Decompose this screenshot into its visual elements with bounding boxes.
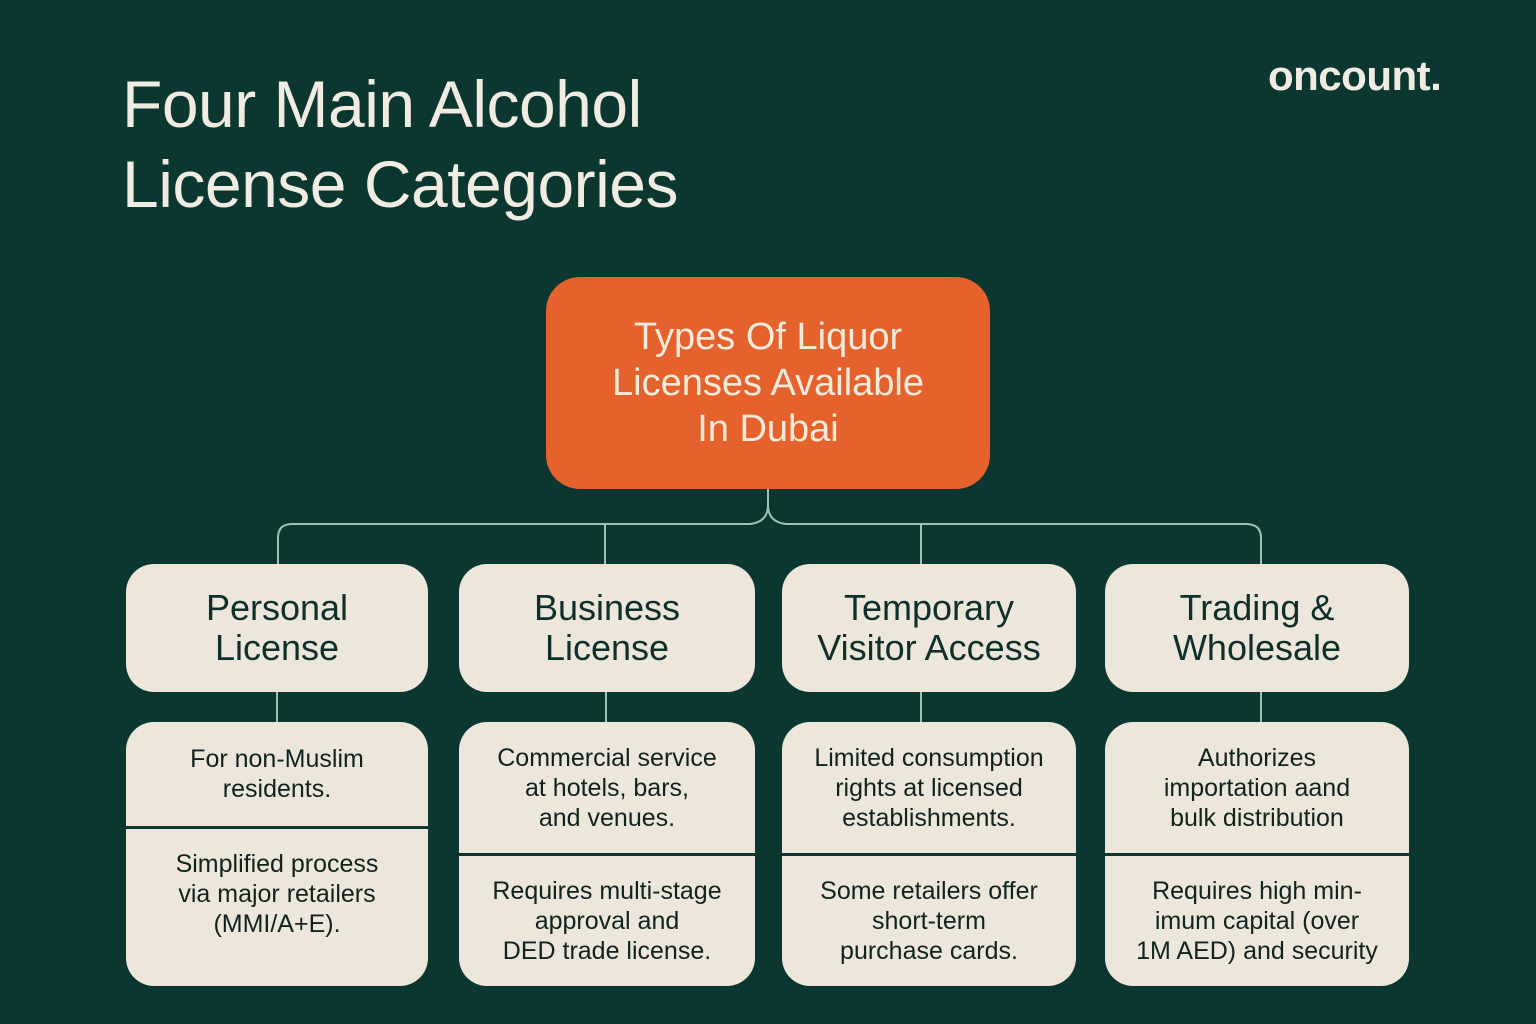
requirements-section: Some retailers offer short-term purchase… — [782, 856, 1076, 986]
connector-right-branch — [767, 504, 1262, 564]
category-title-line: Business — [533, 587, 681, 628]
description-line: Limited consumption — [814, 743, 1044, 772]
requirement-line: Simplified process — [175, 849, 379, 878]
root-node-liquor-license-types: Types Of Liquor Licenses Available In Du… — [546, 277, 990, 489]
category-title-line: License — [214, 627, 340, 668]
category-personal-license: Personal License — [126, 564, 428, 692]
description-section: Authorizes importation aand bulk distrib… — [1105, 722, 1409, 853]
category-title-line: Visitor Access — [817, 627, 1041, 668]
description-section: For non-Muslim residents. — [126, 722, 428, 826]
category-business-license: Business License — [459, 564, 755, 692]
description-line: For non-Muslim — [190, 745, 364, 773]
root-node-line: Types Of Liquor — [633, 316, 903, 358]
details-temporary-visitor-access: Limited consumption rights at licensed e… — [782, 722, 1076, 986]
details-personal-license: For non-Muslim residents. Simplified pro… — [126, 722, 428, 986]
description-line: Authorizes — [1197, 743, 1317, 772]
category-title-line: Wholesale — [1172, 627, 1342, 668]
description-section: Limited consumption rights at licensed e… — [782, 722, 1076, 853]
page-title-line-2: License Categories — [122, 147, 679, 221]
divider — [126, 826, 428, 829]
details-trading-wholesale: Authorizes importation aand bulk distrib… — [1105, 722, 1409, 986]
requirements-section: Requires high min- imum capital (over 1M… — [1105, 856, 1409, 986]
category-trading-wholesale: Trading & Wholesale — [1105, 564, 1409, 692]
requirement-line: 1M AED) and security — [1136, 937, 1378, 965]
description-line: residents. — [222, 775, 332, 803]
divider — [782, 853, 1076, 856]
description-line: importation aand — [1163, 773, 1351, 802]
requirements-section: Requires multi-stage approval and DED tr… — [459, 856, 755, 986]
divider — [1105, 853, 1409, 856]
page-title-line-1: Four Main Alcohol — [122, 67, 642, 141]
requirement-line: Requires multi-stage — [492, 877, 722, 905]
category-title-line: Personal — [205, 587, 349, 628]
category-title-line: Temporary — [843, 587, 1015, 628]
category-title-line: Trading & — [1179, 587, 1335, 628]
description-line: Commercial service — [497, 743, 717, 772]
description-line: rights at licensed — [835, 773, 1023, 802]
requirement-line: Some retailers offer — [820, 877, 1038, 905]
description-line: at hotels, bars, — [525, 773, 689, 802]
category-temporary-visitor-access: Temporary Visitor Access — [782, 564, 1076, 692]
root-node-line: Licenses Available — [612, 362, 924, 404]
description-line: bulk distribution — [1170, 803, 1344, 832]
divider — [459, 853, 755, 856]
page-title: Four Main Alcohol License Categories — [122, 64, 679, 224]
description-line: establishments. — [842, 803, 1016, 832]
requirement-line: via major retailers — [178, 879, 376, 908]
requirements-section: Simplified process via major retailers (… — [126, 829, 428, 986]
connector-left-branch — [277, 489, 769, 564]
category-title-line: License — [544, 627, 670, 668]
requirement-line: imum capital (over — [1154, 907, 1360, 935]
oncount-logo: oncount. — [1268, 52, 1442, 99]
requirement-line: purchase cards. — [840, 937, 1018, 965]
requirement-line: DED trade license. — [502, 937, 712, 965]
details-business-license: Commercial service at hotels, bars, and … — [459, 722, 755, 986]
requirement-line: (MMI/A+E). — [213, 909, 341, 938]
requirement-line: short-term — [872, 907, 986, 935]
requirement-line: approval and — [534, 907, 680, 935]
requirement-line: Requires high min- — [1152, 877, 1362, 905]
description-line: and venues. — [538, 803, 676, 832]
description-section: Commercial service at hotels, bars, and … — [459, 722, 755, 853]
root-node-line: In Dubai — [697, 408, 839, 450]
